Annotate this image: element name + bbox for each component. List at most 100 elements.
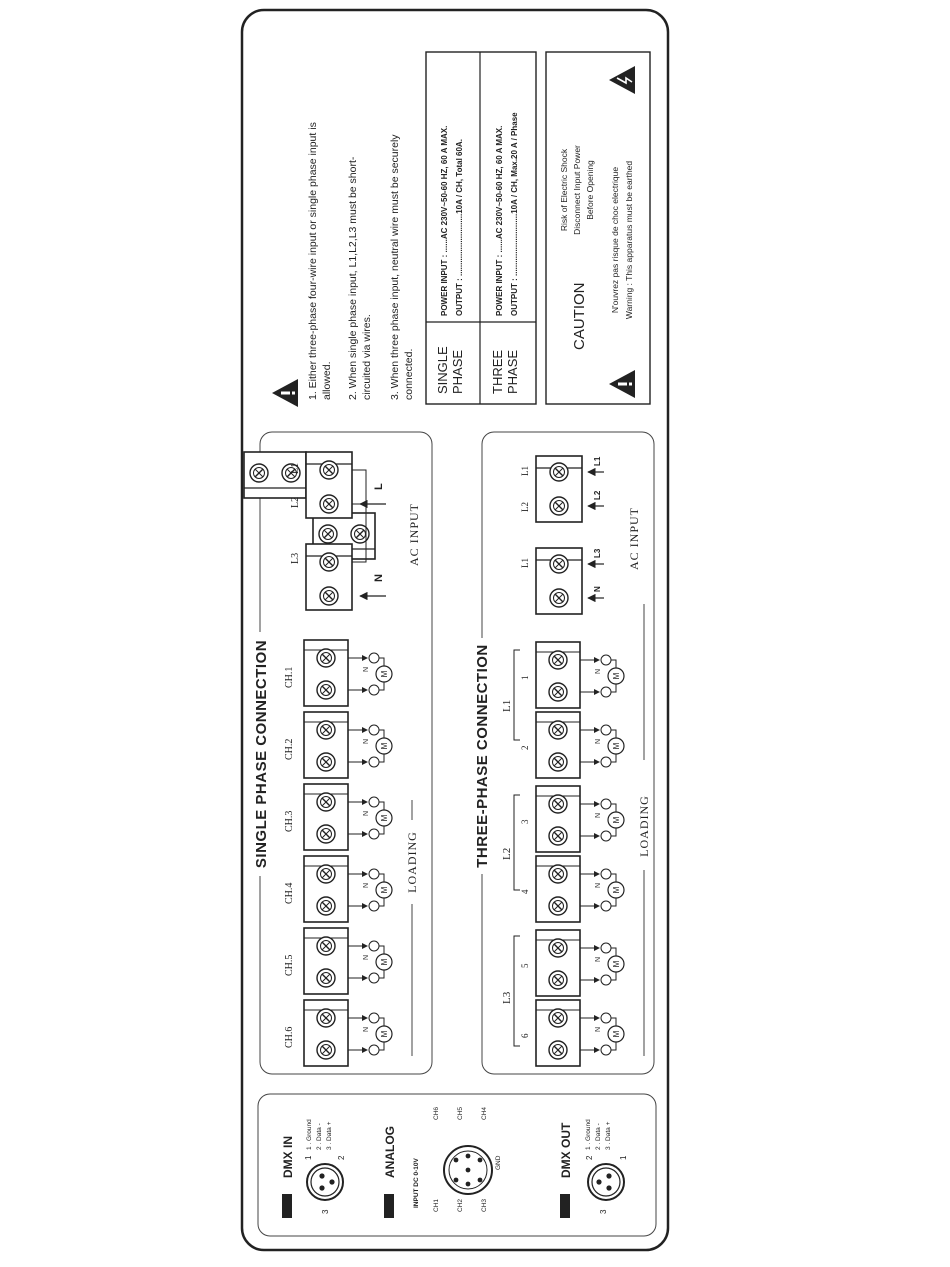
- three-terminal-top-l1: L1: [520, 466, 530, 476]
- control-connectors-section: DMX IN 1 2 3 1 . Ground 2 . Data - 3 . D…: [257, 1093, 657, 1237]
- power-rating-table: SINGLE PHASE POWER INPUT : ......AC 230V…: [425, 51, 537, 405]
- single-phase-label-2: PHASE: [450, 350, 465, 394]
- three-loading-label: LOADING: [637, 795, 651, 857]
- dmx-in-title: DMX IN: [281, 1136, 295, 1178]
- channel-label: CH.5: [284, 955, 295, 976]
- lamp-load-icon: M: [380, 958, 389, 965]
- dmx-in-xlr-connector[interactable]: [306, 1163, 344, 1201]
- phase-group-l3: L3: [501, 991, 513, 1004]
- channel-number: 1: [520, 676, 530, 681]
- neutral-label: N: [363, 739, 370, 744]
- channel-number: 4: [520, 889, 530, 894]
- installation-notes: 1. Either three-phase four-wire input or…: [307, 122, 415, 400]
- lamp-load-icon: M: [612, 960, 621, 967]
- channel-label: CH.3: [284, 811, 295, 832]
- single-arrow-n: N: [373, 574, 385, 582]
- single-ac-terminal-l1-l2: [305, 451, 353, 519]
- neutral-label: N: [363, 1027, 370, 1032]
- neutral-label: N: [595, 739, 602, 744]
- channel-label: CH.1: [284, 667, 295, 688]
- dmx-out-pin-2: 2 . Data -: [595, 1123, 602, 1150]
- lamp-load-icon: M: [612, 672, 621, 679]
- caution-box: CAUTION Risk of Electric Shock Disconnec…: [545, 51, 651, 405]
- lamp-load-icon: M: [380, 742, 389, 749]
- three-arrow-l3: L3: [593, 548, 602, 558]
- french-warning: N'ouvrez pas risque de choc electrique: [610, 167, 620, 313]
- lamp-load-icon: M: [380, 814, 389, 821]
- analog-pin-ch5: CH5: [457, 1107, 464, 1120]
- three-ac-terminal-top: [535, 455, 583, 523]
- three-terminal-bottom-l1: L1: [520, 558, 530, 568]
- note-3-line-1: 3. When three phase input, neutral wire …: [389, 134, 401, 400]
- shock-line-1: Risk of Electric Shock: [559, 148, 569, 231]
- three-output-terminal: MN: [535, 711, 625, 779]
- shock-line-3: Before Opening: [585, 160, 595, 220]
- lamp-load-icon: M: [612, 886, 621, 893]
- channel-number: 3: [520, 819, 530, 824]
- three-ac-terminal-bottom: [535, 547, 583, 615]
- channel-number: 2: [520, 746, 530, 751]
- neutral-label: N: [363, 667, 370, 672]
- three-arrow-l1: L1: [593, 456, 602, 466]
- dmx-out-title: DMX OUT: [559, 1122, 573, 1178]
- single-terminal-l1: L1: [290, 463, 301, 474]
- dmx-out-xlr-connector[interactable]: [587, 1163, 625, 1201]
- single-phase-output: OUTPUT : ............................10A…: [455, 139, 464, 316]
- channel-number: 5: [520, 963, 530, 968]
- three-arrow-l2: L2: [593, 490, 602, 500]
- analog-pin-ch6: CH6: [433, 1107, 440, 1120]
- dmx-in-pin-num-1: 1: [304, 1155, 313, 1160]
- analog-subtitle: INPUT DC 0-10V: [413, 1157, 420, 1208]
- dmx-out-pin-3: 3 . Data +: [605, 1121, 612, 1150]
- dmx-out-marker: [560, 1194, 570, 1218]
- single-arrow-l: L: [373, 483, 385, 490]
- dmx-in-pin-3: 3 . Data +: [326, 1121, 333, 1150]
- dmx-in-marker: [282, 1194, 292, 1218]
- neutral-label: N: [363, 811, 370, 816]
- single-output-terminal: MN: [303, 711, 393, 779]
- single-output-terminal: MN: [303, 927, 393, 995]
- three-output-terminal: MN: [535, 999, 625, 1067]
- note-2-line-2: circuited via wires.: [361, 314, 373, 400]
- shock-hazard-icon: [609, 66, 635, 94]
- single-terminal-l2: L2: [290, 497, 301, 508]
- single-output-terminal: MN: [303, 639, 393, 707]
- single-terminal-l3: L3: [290, 553, 301, 564]
- three-phase-label-2: PHASE: [505, 350, 520, 394]
- shock-line-2: Disconnect Input Power: [572, 145, 582, 235]
- analog-pin-ch4: CH4: [481, 1107, 488, 1120]
- single-phase-section: SINGLE PHASE CONNECTION L1 L2 L3 L N AC …: [244, 431, 433, 1075]
- neutral-label: N: [595, 883, 602, 888]
- earth-warning: Warning : This apparatus must be earthed: [624, 161, 634, 320]
- analog-pin-gnd: GND: [495, 1155, 502, 1170]
- three-phase-label-1: THREE: [490, 350, 505, 394]
- note-3-line-2: connected.: [403, 349, 415, 400]
- analog-din-connector[interactable]: [443, 1145, 493, 1195]
- three-phase-title: THREE-PHASE CONNECTION: [474, 644, 491, 868]
- analog-pin-ch3: CH3: [481, 1199, 488, 1212]
- three-arrow-n: N: [593, 586, 602, 592]
- lamp-load-icon: M: [380, 670, 389, 677]
- analog-marker: [384, 1194, 394, 1218]
- three-terminal-top-l2: L2: [520, 502, 530, 512]
- dmx-out-pin-num-3: 3: [599, 1209, 608, 1214]
- lamp-load-icon: M: [612, 816, 621, 823]
- note-1-line-1: 1. Either three-phase four-wire input or…: [307, 122, 319, 400]
- neutral-label: N: [595, 957, 602, 962]
- three-output-terminal: MN: [535, 641, 625, 709]
- single-loading-label: LOADING: [405, 831, 419, 893]
- three-output-terminal: MN: [535, 855, 625, 923]
- single-ac-input-label: AC INPUT: [407, 503, 421, 566]
- lamp-load-icon: M: [612, 1030, 621, 1037]
- single-phase-title: SINGLE PHASE CONNECTION: [253, 640, 270, 868]
- phase-group-l1: L1: [501, 700, 513, 712]
- note-2-line-1: 2. When single phase input, L1,L2,L3 mus…: [347, 156, 359, 400]
- channel-label: CH.4: [284, 883, 295, 904]
- channel-number: 6: [520, 1033, 530, 1038]
- channel-label: CH.2: [284, 739, 295, 760]
- neutral-label: N: [595, 1027, 602, 1032]
- dmx-out-pin-num-1: 1: [619, 1155, 628, 1160]
- single-output-terminal: MN: [303, 855, 393, 923]
